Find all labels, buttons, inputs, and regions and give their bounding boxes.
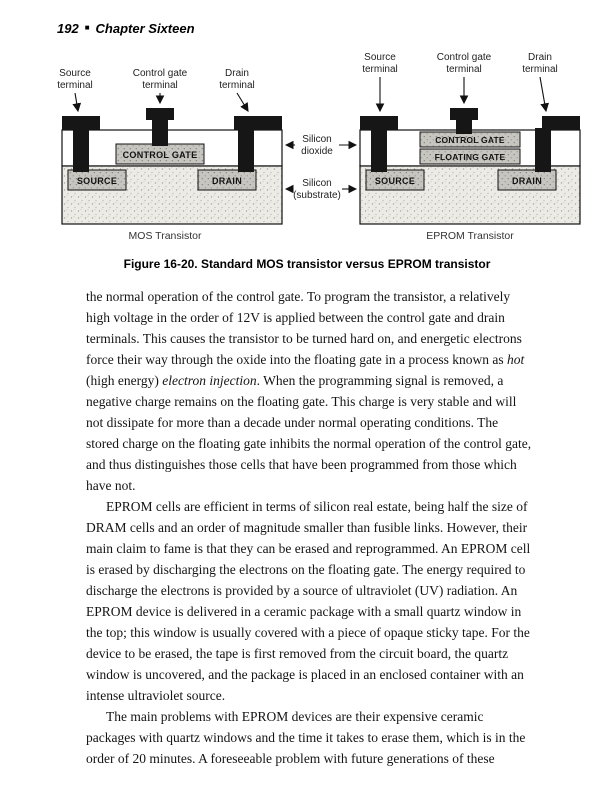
transistor-diagram: Source terminal Control gate terminal Dr…: [57, 52, 581, 242]
eprom-source-contact-leg: [371, 128, 387, 172]
paragraph-1-text2: (high energy): [86, 373, 163, 388]
eprom-gate-terminal-label2: terminal: [446, 64, 482, 75]
mos-drain-label: DRAIN: [212, 176, 242, 186]
eprom-gate-terminal-label: Control gate: [437, 52, 492, 63]
mos-drain-terminal-label: Drain: [225, 68, 249, 79]
eprom-control-gate-label: CONTROL GATE: [435, 135, 505, 145]
mos-source-terminal-label: Source: [59, 68, 91, 79]
figure-16-20: Source terminal Control gate terminal Dr…: [0, 48, 614, 271]
eprom-floating-gate-label: FLOATING GATE: [435, 152, 506, 162]
paragraph-1: the normal operation of the control gate…: [86, 286, 533, 496]
figure-caption: Figure 16-20. Standard MOS transistor ve…: [123, 257, 491, 271]
silicon-substrate-annotation: Silicon (substrate): [284, 178, 358, 201]
eprom-floating-gate-region: [419, 148, 521, 165]
mos-drain-contact: [234, 116, 282, 130]
mos-diagram-title: MOS Transistor: [129, 230, 202, 242]
eprom-drain-region: [497, 169, 557, 191]
eprom-gate-contact-leg: [456, 108, 472, 134]
silicon-dioxide-annotation: Silicon dioxide: [284, 134, 358, 157]
silicon-substrate-label2: (substrate): [293, 190, 341, 201]
eprom-diagram-title: EPROM Transistor: [426, 230, 514, 242]
eprom-drain-contact-leg: [535, 128, 551, 172]
eprom-drain-label: DRAIN: [512, 176, 542, 186]
page-number: 192: [57, 21, 79, 36]
paragraph-1-text: the normal operation of the control gate…: [86, 289, 522, 367]
paragraph-1-text3: . When the programming signal is removed…: [86, 373, 532, 493]
body-text: the normal operation of the control gate…: [86, 286, 533, 769]
mos-control-gate-label: CONTROL GATE: [123, 150, 198, 160]
chapter-title: Chapter Sixteen: [95, 21, 195, 36]
eprom-source-terminal-label2: terminal: [362, 64, 398, 75]
eprom-source-region: [365, 169, 425, 191]
mos-gate-contact-leg: [152, 108, 168, 146]
mos-transistor-diagram: Source terminal Control gate terminal Dr…: [57, 68, 283, 242]
mos-source-label: SOURCE: [77, 176, 117, 186]
eprom-transistor-diagram: Source terminal Control gate terminal Dr…: [359, 52, 581, 242]
paragraph-1-italic-electron-injection: electron injection: [162, 373, 257, 388]
eprom-source-terminal-label: Source: [364, 52, 396, 63]
mos-drain-arrow: [236, 92, 249, 112]
mos-source-contact: [62, 116, 100, 130]
silicon-dioxide-label: Silicon: [302, 134, 331, 145]
mos-gate-terminal-label: Control gate: [133, 68, 188, 79]
paragraph-1-italic-hot: hot: [507, 352, 525, 367]
mos-source-region: [67, 169, 127, 191]
mos-gate-terminal-label2: terminal: [142, 80, 178, 91]
silicon-dioxide-label2: dioxide: [301, 146, 333, 157]
mos-source-contact-leg: [73, 128, 89, 172]
mos-drain-region: [197, 169, 257, 191]
paragraph-3: The main problems with EPROM devices are…: [86, 709, 526, 766]
eprom-drain-arrow: [539, 76, 549, 113]
square-bullet-icon: ■: [84, 23, 90, 32]
silicon-substrate-label: Silicon: [302, 178, 331, 189]
eprom-drain-terminal-label: Drain: [528, 52, 552, 63]
paragraph-2: EPROM cells are efficient in terms of si…: [86, 499, 531, 703]
mos-drain-contact-leg: [238, 128, 254, 172]
eprom-source-contact: [360, 116, 398, 130]
mos-source-terminal-label2: terminal: [57, 80, 93, 91]
page-header: 192 ■ Chapter Sixteen: [57, 21, 195, 36]
mos-source-arrow: [72, 92, 82, 113]
eprom-source-label: SOURCE: [375, 176, 415, 186]
eprom-drain-terminal-label2: terminal: [522, 64, 558, 75]
mos-drain-terminal-label2: terminal: [219, 80, 255, 91]
eprom-drain-contact: [542, 116, 580, 130]
